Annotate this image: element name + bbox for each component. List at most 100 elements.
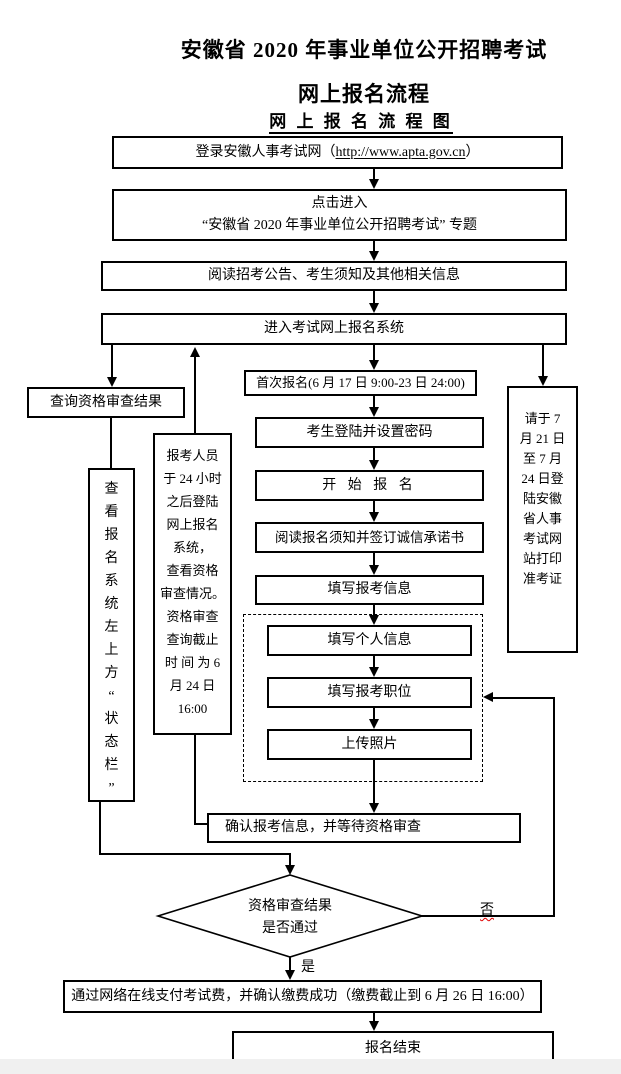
print-line: 24 日登 bbox=[521, 471, 564, 486]
connector-position-photo bbox=[373, 708, 375, 720]
print-line: 陆安徽 bbox=[522, 491, 562, 506]
decision-line2: 是否通过 bbox=[262, 921, 318, 936]
step-open-topic-line1: 点击进入 bbox=[311, 196, 368, 211]
box-check-status-bar: 查 看 报 名 系 统 左 上 方 “ 状 态 栏 ” bbox=[88, 468, 135, 802]
arrowhead-first-login2 bbox=[369, 407, 379, 417]
note-line: 查看资格 bbox=[166, 563, 219, 578]
label-no: 否 bbox=[480, 903, 494, 918]
step-enter-system: 进入考试网上报名系统 bbox=[101, 313, 567, 345]
status-char: 左 bbox=[104, 620, 119, 635]
note-line: 于 24 小时 bbox=[163, 471, 222, 486]
note-line: 系统， bbox=[172, 540, 212, 555]
arrowhead-topic-read bbox=[369, 251, 379, 261]
step-open-topic-line2: “安徽省 2020 年事业单位公开招聘考试” 专题 bbox=[202, 218, 477, 233]
step-pay-fee: 通过网络在线支付考试费，并确认缴费成功（缴费截止到 6 月 26 日 16:00… bbox=[63, 980, 542, 1013]
connector-status-right bbox=[99, 853, 291, 855]
arrowhead-enter-first bbox=[369, 360, 379, 370]
connector-no-up bbox=[553, 697, 555, 917]
arrowhead-fillinfo-personal bbox=[369, 615, 379, 625]
box-query-review-result: 查询资格审查结果 bbox=[27, 387, 185, 418]
connector-no-right bbox=[421, 915, 555, 917]
doc-title-line1: 安徽省 2020 年事业单位公开招聘考试 bbox=[180, 38, 548, 62]
status-char: 名 bbox=[104, 551, 119, 566]
step-login-site-suffix: ） bbox=[465, 144, 480, 160]
arrowhead-login-topic bbox=[369, 179, 379, 189]
note-line: 16:00 bbox=[177, 701, 208, 716]
arrowhead-no-into-group bbox=[483, 692, 493, 702]
status-char: 栏 bbox=[104, 758, 119, 773]
note-line: 时 间 为 6 bbox=[164, 655, 221, 670]
status-char: 状 bbox=[104, 712, 119, 727]
status-char: 系 bbox=[104, 574, 119, 589]
step-upload-photo: 上传照片 bbox=[267, 729, 472, 760]
print-line: 省人事 bbox=[522, 511, 562, 526]
decision-review-passed: 资格审查结果 是否通过 bbox=[190, 896, 390, 940]
connector-login-topic bbox=[373, 169, 375, 180]
decision-diamond-shape bbox=[155, 874, 425, 958]
step-first-register: 首次报名(6 月 17 日 9:00-23 日 24:00) bbox=[244, 370, 477, 396]
arrowhead-pay-end bbox=[369, 1021, 379, 1031]
flowchart-heading: 网 上 报 名 流 程 图 bbox=[108, 107, 614, 134]
print-line: 至 7 月 bbox=[522, 451, 562, 466]
step-fill-apply-info: 填写报考信息 bbox=[255, 575, 484, 605]
connector-yes-pay bbox=[289, 957, 291, 971]
step-fill-position: 填写报考职位 bbox=[267, 677, 472, 708]
connector-login2-start bbox=[373, 448, 375, 461]
connector-into-diamond bbox=[289, 853, 291, 866]
connector-pay-end bbox=[373, 1013, 375, 1022]
decision-line1: 资格审查结果 bbox=[248, 899, 332, 914]
connector-notice-fillinfo bbox=[373, 553, 375, 566]
status-char: 方 bbox=[104, 666, 119, 681]
step-start-register: 开 始 报 名 bbox=[255, 470, 484, 501]
group-fill-details bbox=[243, 614, 483, 782]
connector-enter-first bbox=[373, 345, 375, 361]
print-line: 站打印 bbox=[522, 551, 562, 566]
arrowhead-personal-position bbox=[369, 667, 379, 677]
status-char: 查 bbox=[104, 482, 119, 497]
page-edge bbox=[0, 1059, 621, 1074]
arrowhead-enter-print bbox=[538, 376, 548, 386]
arrowhead-start-notice bbox=[369, 512, 379, 522]
connector-fillinfo-personal bbox=[373, 605, 375, 616]
status-char: ” bbox=[108, 781, 115, 796]
status-char: “ bbox=[108, 689, 115, 704]
connector-topic-read bbox=[373, 241, 375, 252]
status-char: 统 bbox=[104, 597, 119, 612]
print-line: 考试网 bbox=[522, 531, 562, 546]
arrowhead-yes-pay bbox=[285, 970, 295, 980]
step-read-announcement: 阅读招考公告、考生须知及其他相关信息 bbox=[101, 261, 567, 291]
print-line: 准考证 bbox=[522, 571, 562, 586]
note-line: 月 24 日 bbox=[169, 678, 216, 693]
connector-note-enter bbox=[194, 356, 196, 433]
note-line: 资格审查 bbox=[166, 609, 219, 624]
arrowhead-login2-start bbox=[369, 460, 379, 470]
note-line: 查询截止 bbox=[166, 632, 219, 647]
arrowhead-into-diamond bbox=[285, 865, 295, 875]
step-fill-personal-info: 填写个人信息 bbox=[267, 625, 472, 656]
doc-title-line2: 网上报名流程 bbox=[298, 82, 430, 106]
status-char: 报 bbox=[104, 528, 119, 543]
note-review-deadline: 报考人员 于 24 小时 之后登陆 网上报名 系统， 查看资格 审查情况。 资格… bbox=[153, 433, 232, 735]
step-login-site: 登录安徽人事考试网（http://www.apta.gov.cn） bbox=[112, 136, 563, 169]
arrowhead-note-enter-up bbox=[190, 347, 200, 357]
label-yes: 是 bbox=[301, 960, 315, 975]
step-login-site-text: 登录安徽人事考试网（ bbox=[195, 144, 336, 160]
link-apta-url[interactable]: http://www.apta.gov.cn bbox=[335, 144, 466, 160]
connector-read-enter bbox=[373, 291, 375, 304]
arrowhead-read-enter bbox=[369, 303, 379, 313]
arrowhead-enter-query bbox=[107, 377, 117, 387]
connector-status-down bbox=[99, 802, 101, 855]
status-char: 看 bbox=[104, 505, 119, 520]
note-line: 之后登陆 bbox=[166, 494, 219, 509]
step-login-set-password: 考生登陆并设置密码 bbox=[255, 417, 484, 448]
box-print-admission-ticket: 请于 7 月 21 日 至 7 月 24 日登 陆安徽 省人事 考试网 站打印 … bbox=[507, 386, 578, 653]
flowchart-heading-text: 网 上 报 名 流 程 图 bbox=[269, 112, 453, 134]
arrowhead-photo-confirm bbox=[369, 803, 379, 813]
note-line: 网上报名 bbox=[166, 517, 219, 532]
step-sign-commitment: 阅读报名须知并签订诚信承诺书 bbox=[255, 522, 484, 553]
connector-confirm-note-v bbox=[194, 735, 196, 825]
connector-start-notice bbox=[373, 501, 375, 513]
step-confirm-wait-review: 确认报考信息，并等待资格审查 bbox=[207, 813, 521, 843]
arrowhead-notice-fillinfo bbox=[369, 565, 379, 575]
connector-photo-confirm bbox=[373, 760, 375, 804]
